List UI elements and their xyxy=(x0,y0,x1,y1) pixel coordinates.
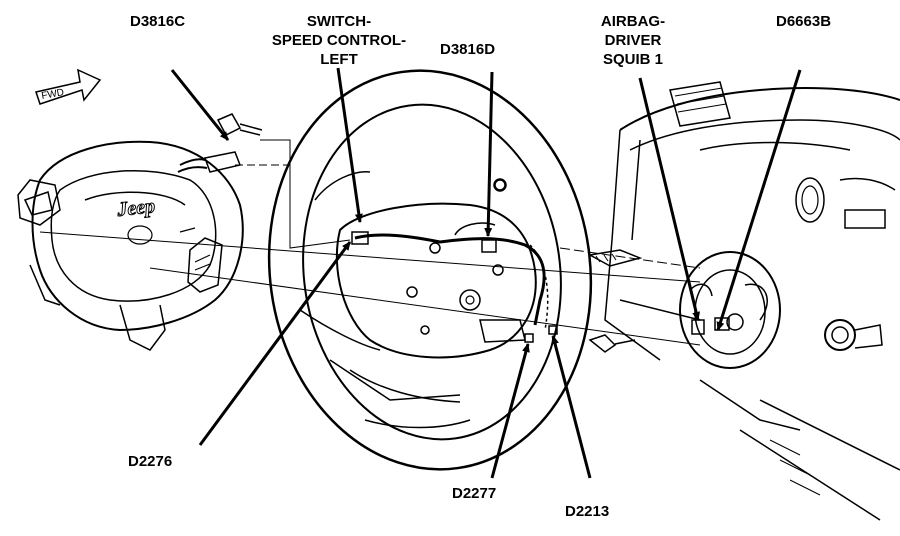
label-switch-line1: SWITCH- xyxy=(307,13,371,30)
leader-arrow-switch xyxy=(336,67,363,223)
alignment-lines xyxy=(39,139,701,346)
label-switch-line2: SPEED CONTROL- xyxy=(272,32,406,49)
jeep-logo: Jeep xyxy=(115,195,156,221)
leader-arrow-d6663b xyxy=(716,69,802,331)
label-d3816d: D3816D xyxy=(440,41,495,58)
label-switch-line3: LEFT xyxy=(320,51,358,68)
label-d2277: D2277 xyxy=(452,485,496,502)
leader-arrow-d2277 xyxy=(490,343,530,479)
leader-arrow-d3816d xyxy=(484,71,494,237)
leader-arrow-d2213 xyxy=(551,335,592,479)
leader-lines xyxy=(170,67,802,479)
airbag-connector-c xyxy=(177,113,263,173)
label-airbag-line3: SQUIB 1 xyxy=(603,51,663,68)
label-airbag-line1: AIRBAG- xyxy=(601,13,665,30)
label-d2276: D2276 xyxy=(128,453,172,470)
forward-arrow-icon: FWD xyxy=(35,68,102,105)
leader-arrow-d2276 xyxy=(198,241,352,446)
label-d2213: D2213 xyxy=(565,503,609,520)
airbag-module: Jeep xyxy=(17,140,244,351)
fwd-label: FWD xyxy=(41,87,65,102)
mounting-bolts xyxy=(493,178,636,353)
label-d3816c: D3816C xyxy=(130,13,185,30)
label-airbag-line2: DRIVER xyxy=(605,32,662,49)
leader-arrow-d3816c xyxy=(170,69,230,141)
steering-wheel xyxy=(267,69,593,471)
leader-arrow-airbag xyxy=(638,77,701,321)
instrument-panel xyxy=(587,81,900,521)
callout-labels: D3816C SWITCH- SPEED CONTROL- LEFT D3816… xyxy=(128,13,831,520)
label-d6663b: D6663B xyxy=(776,13,831,30)
